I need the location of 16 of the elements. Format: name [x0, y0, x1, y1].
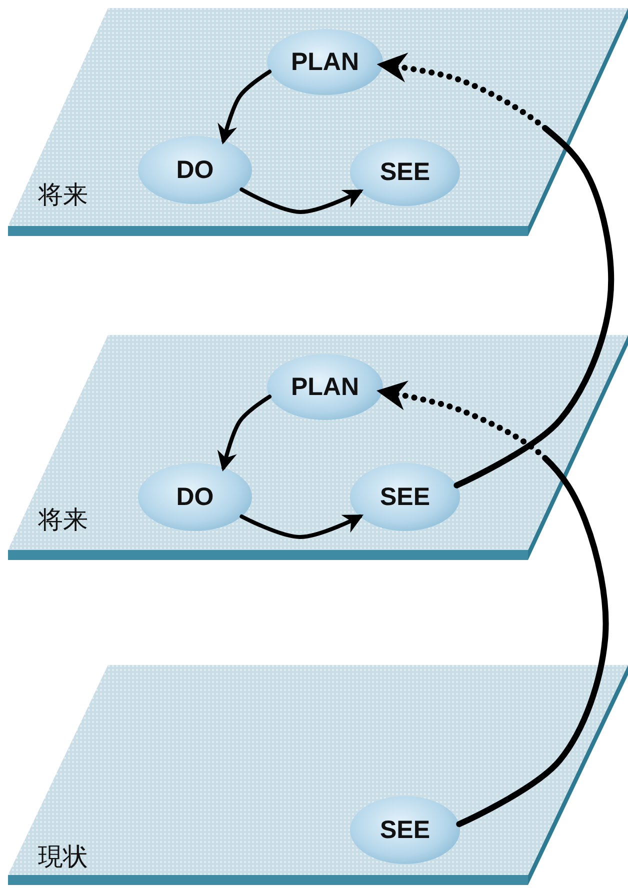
- node-label: DO: [176, 156, 214, 184]
- node-label: SEE: [380, 158, 430, 186]
- arrow: [218, 70, 272, 144]
- arrow: [240, 188, 364, 214]
- arrow: [376, 52, 614, 488]
- layer-label: 将来: [38, 504, 88, 536]
- arrow: [376, 380, 609, 828]
- layer-label: 将来: [38, 179, 88, 211]
- node-label: SEE: [380, 482, 430, 512]
- arrow: [240, 514, 364, 539]
- node-label: SEE: [380, 816, 430, 844]
- node-label: PLAN: [290, 372, 360, 402]
- node-label: PLAN: [290, 48, 360, 76]
- node-label: DO: [176, 482, 214, 512]
- arrow: [217, 394, 272, 472]
- layer-label: 現状: [38, 841, 88, 873]
